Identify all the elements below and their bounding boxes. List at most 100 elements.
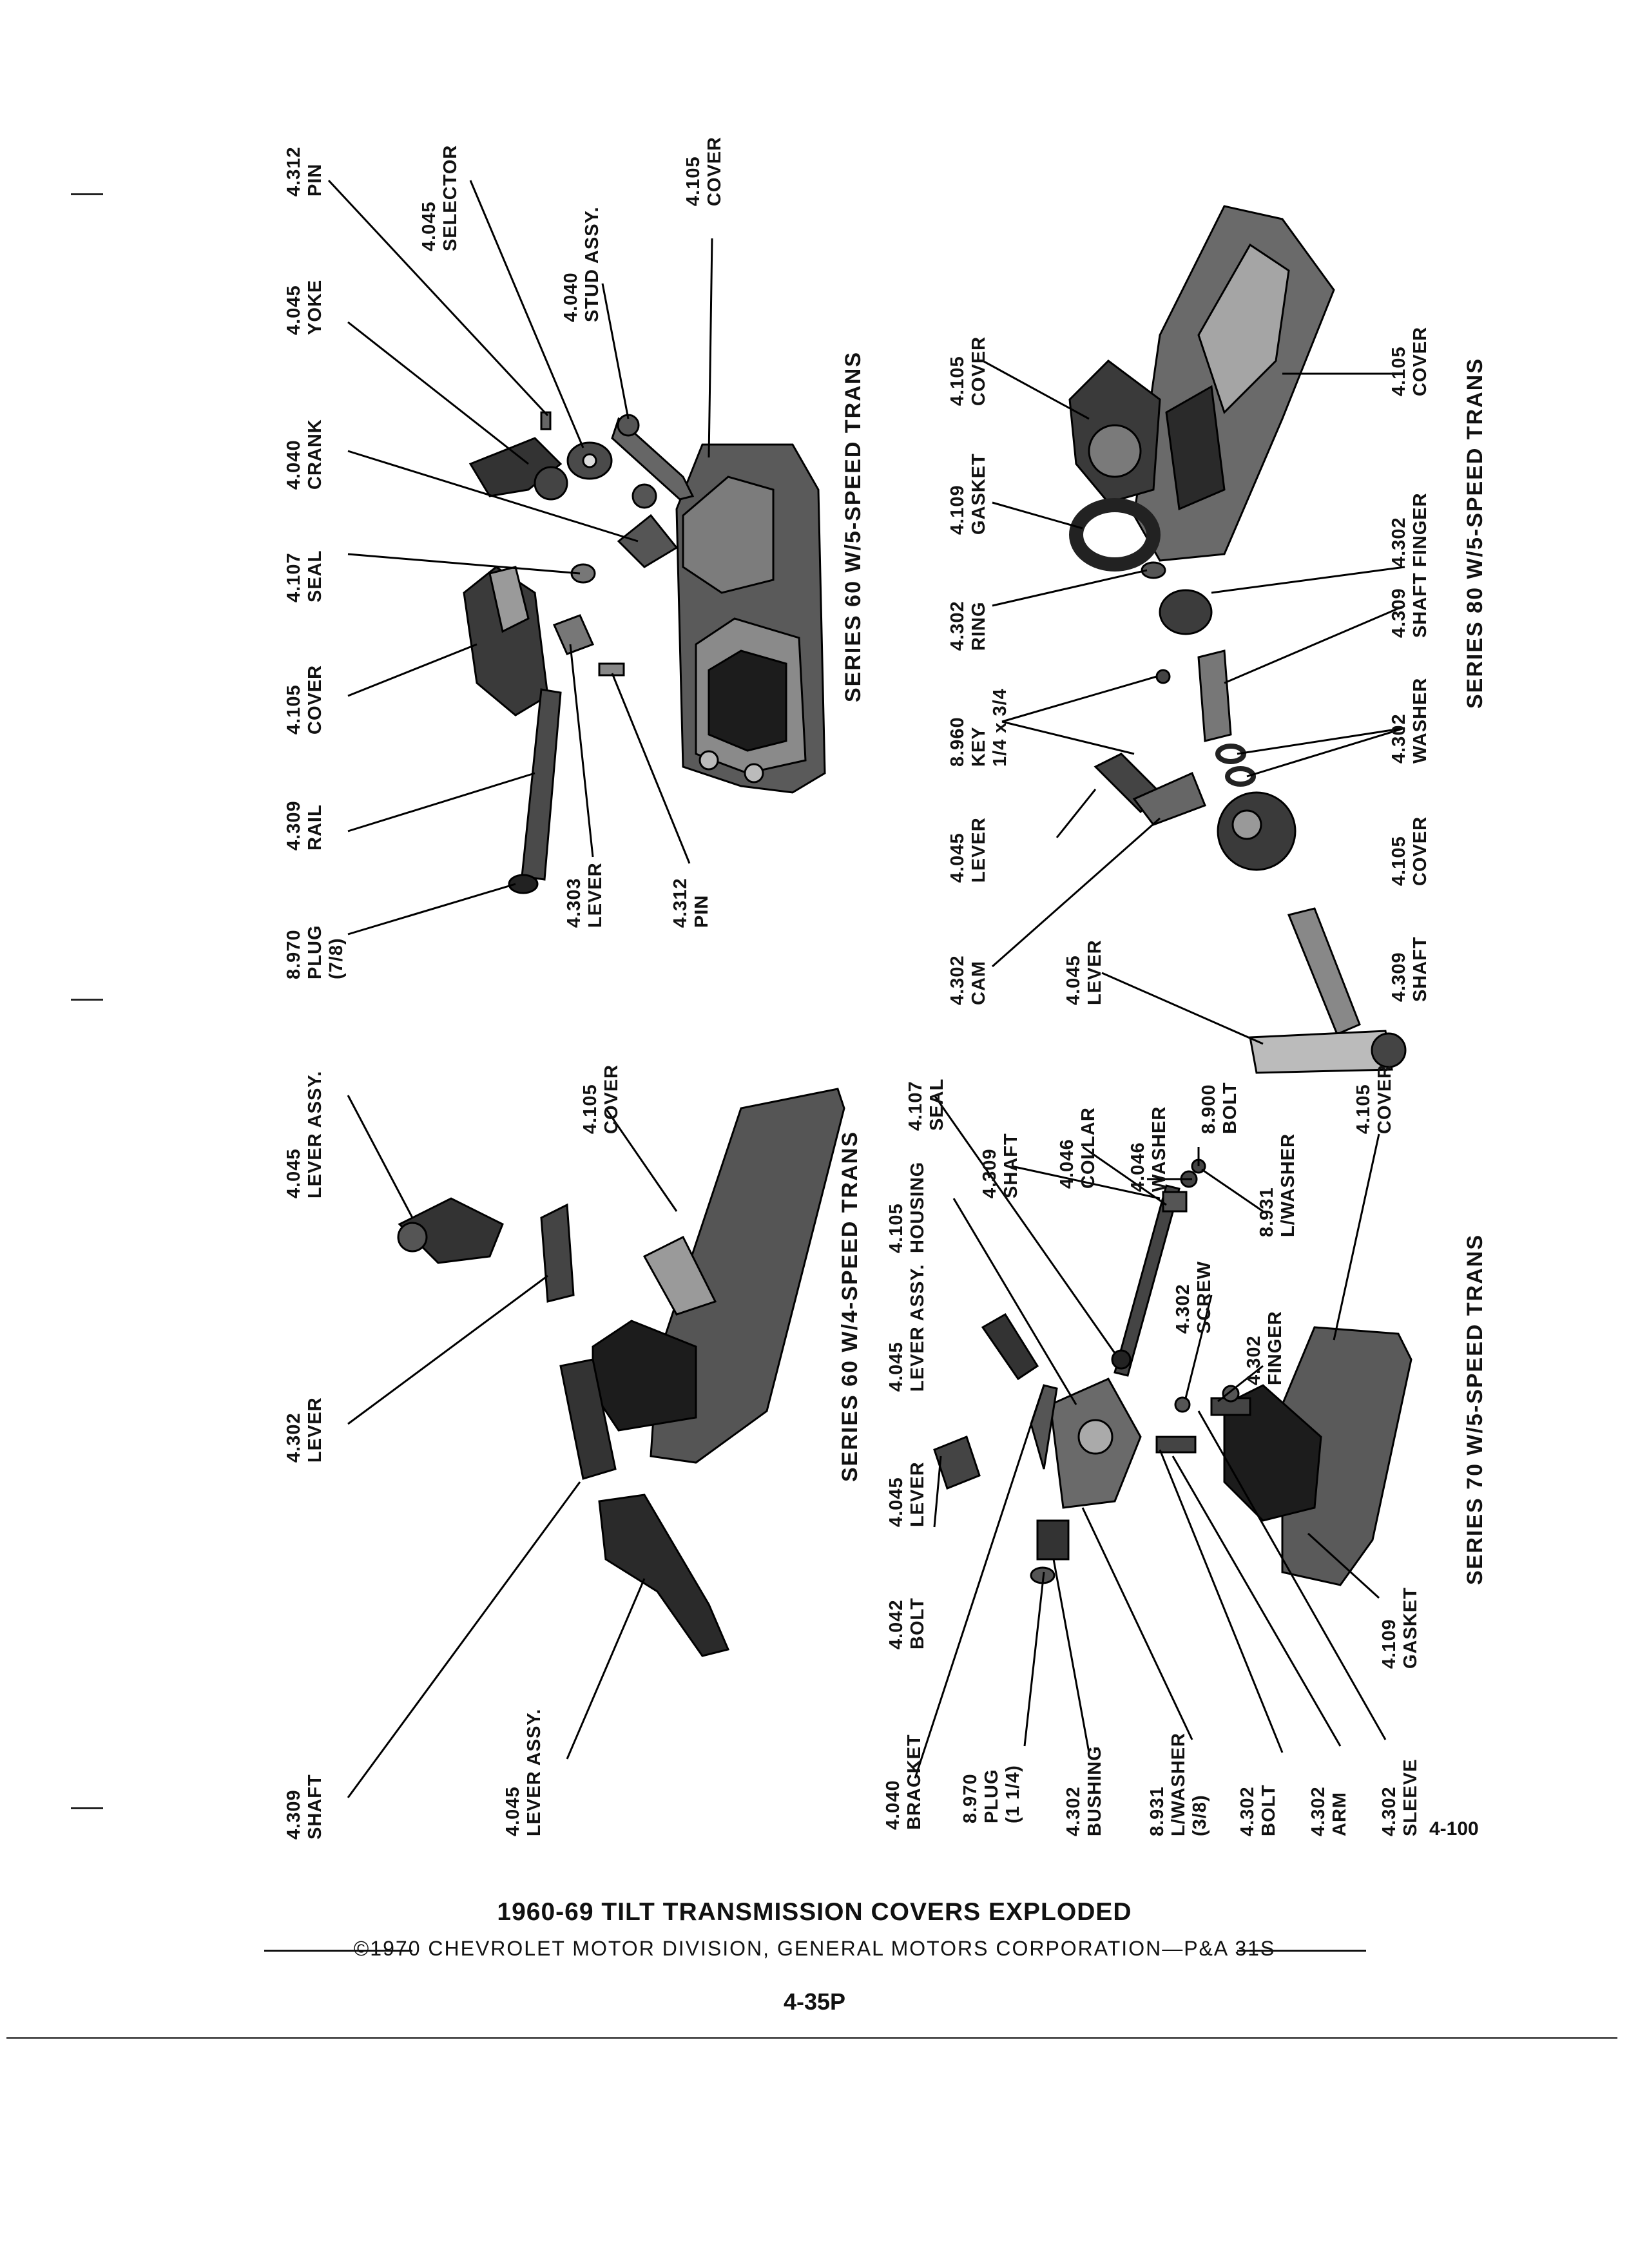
label-s70-5-shaft: 4.309 SHAFT — [979, 1133, 1021, 1198]
label-s60-4-cover: 4.105 COVER — [580, 1064, 622, 1134]
s70-5-shaft-drawing — [1111, 1184, 1181, 1377]
label-s70-5-cover: 4.105 COVER — [1353, 1064, 1395, 1134]
s80-5-lever-long-drawing — [1249, 1030, 1407, 1074]
s60-4-cover-drawing — [592, 1088, 845, 1464]
s60-5-pin-drawing — [598, 662, 625, 677]
s70-5-washer-bolt-drawing — [1180, 1158, 1206, 1188]
s80-5-cover-long-drawing — [1133, 205, 1335, 562]
label-s60-5-plug: 8.970 PLUG (7/8) — [284, 925, 347, 979]
label-s70-5-screw: 4.302 SCREW — [1173, 1261, 1215, 1334]
label-s80-5-shaft-long: 4.309 SHAFT — [1389, 936, 1431, 1002]
binding-mark — [71, 999, 103, 1001]
page-number: 4-35P — [783, 1988, 846, 2015]
s60-5-crank-drawing — [617, 483, 679, 568]
label-s80-5-key: 8.960 KEY 1/4 x 3/4 — [947, 688, 1010, 767]
label-s60-5-seal: 4.107 SEAL — [284, 550, 325, 602]
s80-5-shaft-long-drawing — [1287, 907, 1361, 1035]
s60-5-small-cover-drawing — [463, 566, 549, 716]
label-s80-5-ring: 4.302 RING — [947, 601, 989, 651]
figure-caption: 1960-69 TILT TRANSMISSION COVERS EXPLODE… — [497, 1898, 1132, 1926]
s60-4-lever-drawing — [540, 1203, 575, 1303]
label-s60-5-lever: 4.303 LEVER — [564, 862, 606, 928]
title-series-80-5-speed: SERIES 80 W/5-SPEED TRANS — [1463, 357, 1487, 709]
title-series-60-5-speed: SERIES 60 W/5-SPEED TRANS — [841, 351, 865, 702]
label-s70-5-bolt-lower: 4.302 BOLT — [1237, 1784, 1279, 1836]
figure-number: 4-100 — [1429, 1818, 1479, 1840]
label-s70-5-lwasher-lower: 8.931 L/WASHER (3/8) — [1147, 1732, 1210, 1836]
s80-5-ring-drawing — [1141, 561, 1166, 579]
copyright-rule-left — [264, 1950, 412, 1952]
label-s70-5-gasket: 4.109 GASKET — [1379, 1587, 1421, 1669]
label-s60-5-crank: 4.040 CRANK — [284, 419, 325, 490]
label-s60-5-cover-small: 4.105 COVER — [284, 664, 325, 735]
label-s70-5-seal: 4.107 SEAL — [905, 1078, 947, 1131]
label-s70-5-bracket: 4.040 BRACKET — [883, 1734, 925, 1830]
label-s80-5-lever-long: 4.045 LEVER — [1063, 939, 1105, 1005]
s80-5-cover-bell-drawing — [1068, 360, 1161, 504]
label-s60-4-lever-assy-top: 4.045 LEVER ASSY. — [284, 1070, 325, 1198]
s70-5-bushing-plug-drawing — [1030, 1519, 1070, 1584]
label-s80-5-cover-round: 4.105 COVER — [1389, 816, 1431, 886]
label-s60-4-lever-assy-lower: 4.045 LEVER ASSY. — [503, 1708, 545, 1836]
s60-5-selector-drawing — [566, 441, 613, 480]
s60-5-cover-drawing — [675, 443, 826, 794]
label-s70-5-washer: 4.046 WASHER — [1128, 1106, 1170, 1192]
label-s70-5-plug: 8.970 PLUG (1 1/4) — [960, 1765, 1023, 1823]
page-bottom-rule — [6, 2037, 1617, 2039]
label-s70-5-collar: 4.046 COLLAR — [1057, 1107, 1099, 1189]
binding-mark — [71, 1807, 103, 1809]
label-s60-5-pin: 4.312 PIN — [284, 146, 325, 197]
label-s60-5-rail: 4.309 RAIL — [284, 800, 325, 850]
s60-5-lever-drawing — [552, 614, 595, 655]
s60-4-lever-assy-drawing — [397, 1197, 504, 1264]
label-s80-5-finger: 4.302 FINGER — [1389, 492, 1431, 567]
s70-5-screw-drawing — [1174, 1396, 1191, 1413]
label-s80-5-washer: 4.302 WASHER — [1389, 677, 1431, 764]
label-s80-5-gasket: 4.109 GASKET — [947, 453, 989, 535]
title-series-60-4-speed: SERIES 60 W/4-SPEED TRANS — [838, 1130, 862, 1482]
binding-mark — [71, 193, 103, 195]
label-s60-5-yoke: 4.045 YOKE — [284, 279, 325, 335]
label-s80-5-cover-top: 4.105 COVER — [947, 336, 989, 406]
leader-lines — [327, 179, 1405, 1798]
s80-5-shaft-drawing — [1197, 649, 1232, 742]
label-s70-5-sleeve: 4.302 SLEEVE — [1379, 1758, 1421, 1836]
s80-5-finger-drawing — [1159, 589, 1213, 635]
s60-4-lever-assy-lower-drawing — [598, 1494, 730, 1657]
title-series-70-5-speed: SERIES 70 W/5-SPEED TRANS — [1463, 1233, 1487, 1585]
label-s60-5-cover: 4.105 COVER — [683, 136, 725, 206]
label-s70-5-arm: 4.302 ARM — [1308, 1786, 1350, 1836]
label-s60-5-selector: 4.045 SELECTOR — [419, 144, 461, 251]
s80-5-gasket-drawing — [1069, 498, 1161, 572]
label-s70-5-bolt-top: 4.042 BOLT — [886, 1597, 928, 1649]
s70-5-arm-drawing — [1155, 1436, 1197, 1454]
s70-5-cover-drawing — [1223, 1326, 1412, 1586]
s80-5-cam-drawing — [1132, 771, 1206, 826]
label-s60-5-pin-lower: 4.312 PIN — [670, 878, 712, 928]
label-s70-5-lever-assy: 4.045 LEVER ASSY. — [886, 1264, 928, 1392]
s80-5-round-cover-drawing — [1217, 791, 1296, 871]
s80-5-washer-drawing — [1215, 744, 1256, 787]
label-s70-5-bolt: 8.900 BOLT — [1199, 1082, 1240, 1134]
label-s80-5-shaft: 4.309 SHAFT — [1389, 572, 1431, 638]
copyright-rule-right — [1237, 1950, 1366, 1952]
s60-4-shaft-drawing — [559, 1358, 617, 1480]
label-s60-4-shaft: 4.309 SHAFT — [284, 1774, 325, 1840]
copyright-line: ©1970 CHEVROLET MOTOR DIVISION, GENERAL … — [353, 1937, 1276, 1960]
s60-5-stud-drawing — [611, 414, 695, 501]
s60-5-yoke-drawing — [468, 437, 568, 501]
label-s70-5-bushing: 4.302 BUSHING — [1063, 1745, 1105, 1836]
s70-5-housing-drawing — [1049, 1378, 1142, 1509]
label-s60-5-stud-assy: 4.040 STUD ASSY. — [561, 206, 602, 322]
label-s70-5-housing: 4.105 HOUSING — [886, 1161, 928, 1253]
s70-5-lever-drawing — [933, 1436, 981, 1490]
label-s80-5-cam: 4.302 CAM — [947, 955, 989, 1005]
s70-5-collar-drawing — [1162, 1191, 1188, 1213]
label-s80-5-lever: 4.045 LEVER — [947, 817, 989, 883]
label-s60-4-lever: 4.302 LEVER — [284, 1397, 325, 1463]
s70-5-lever-assy-drawing — [981, 1312, 1039, 1381]
label-s70-5-lwasher: 8.931 L/WASHER — [1257, 1133, 1298, 1237]
s80-5-key-drawing — [1155, 669, 1171, 684]
label-s70-5-lever: 4.045 LEVER — [886, 1461, 928, 1527]
